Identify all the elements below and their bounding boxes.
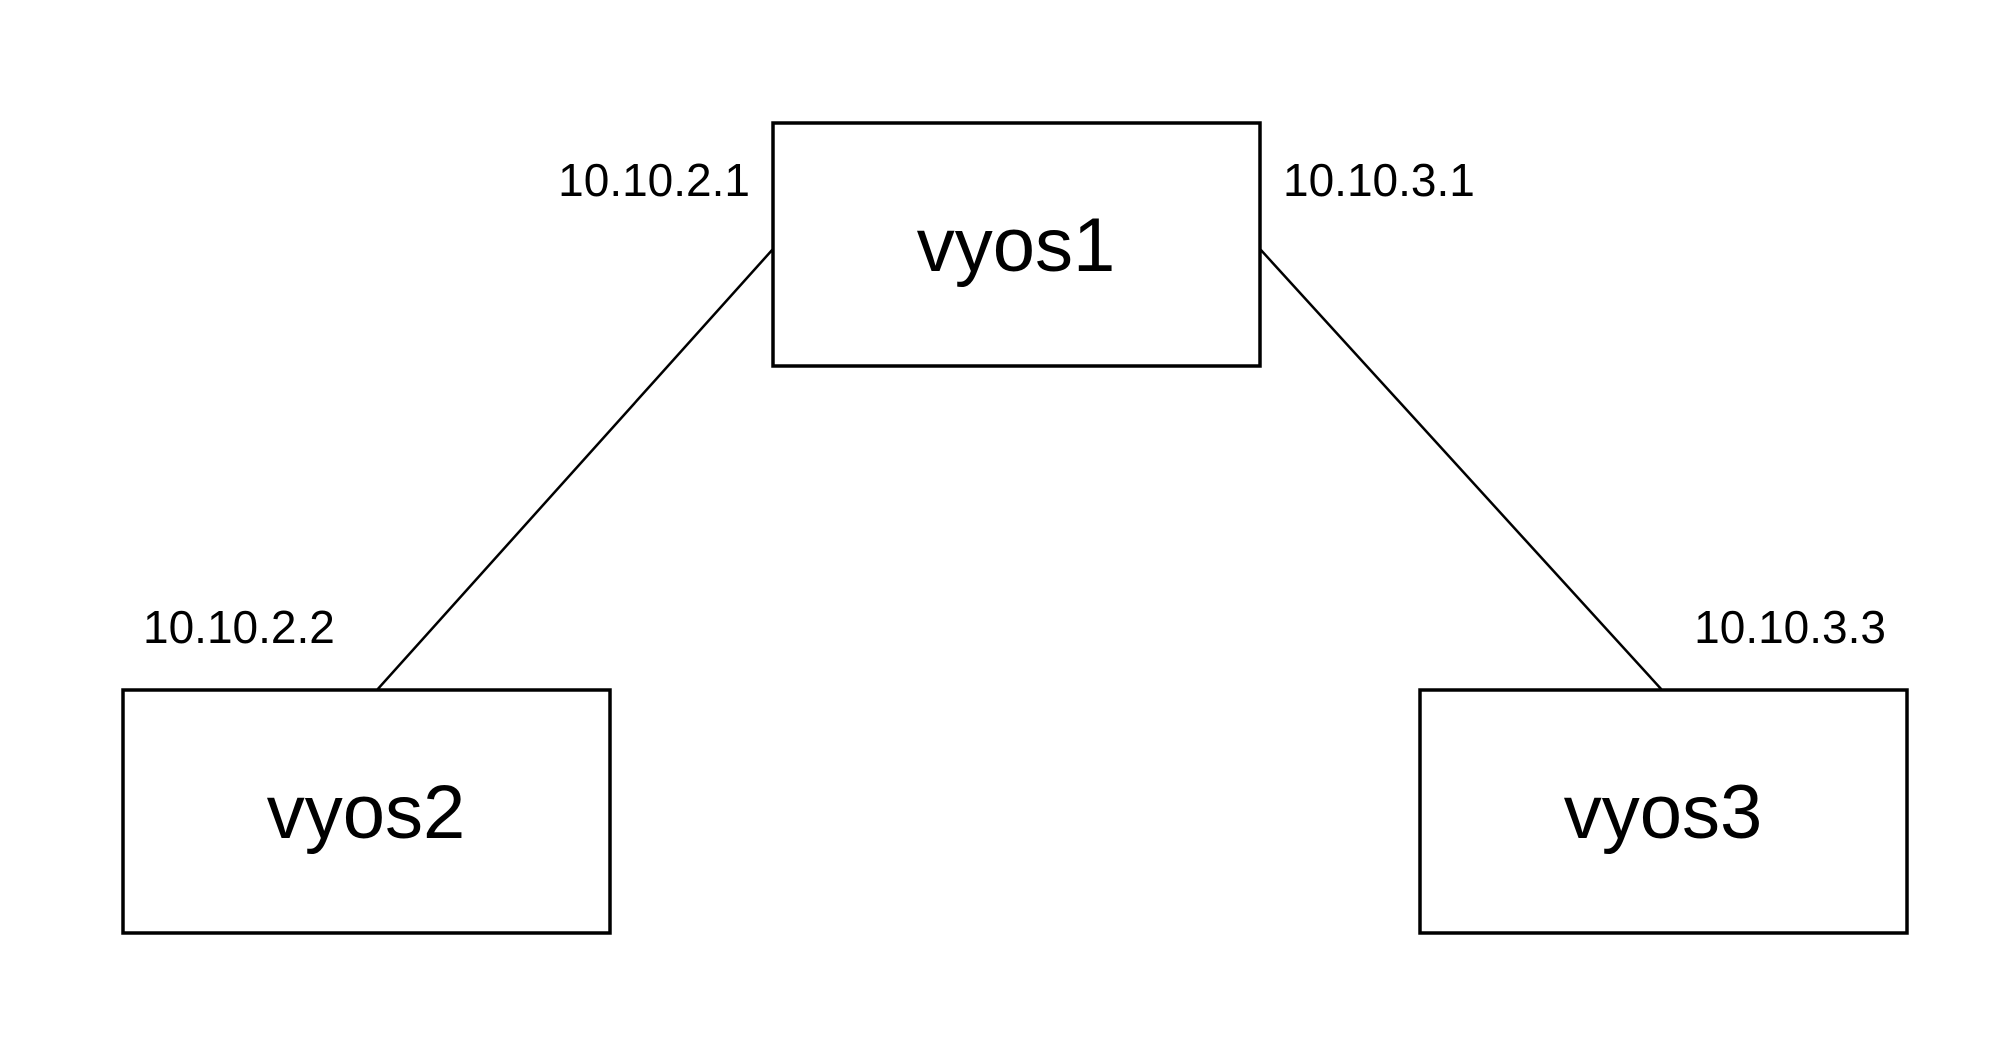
ip-label-vyos3-to-vyos1: 10.10.3.3: [1694, 601, 1886, 653]
node-vyos3: vyos3: [1418, 688, 1909, 935]
node-vyos1-box: [771, 121, 1262, 368]
node-vyos1-label: vyos1: [917, 203, 1116, 288]
node-vyos3-box: [1418, 688, 1909, 935]
node-vyos2-label: vyos2: [267, 770, 466, 855]
ip-label-vyos2-to-vyos1: 10.10.2.2: [143, 601, 335, 653]
ip-label-vyos1-to-vyos3: 10.10.3.1: [1283, 154, 1475, 206]
node-vyos2-box: [121, 688, 612, 935]
node-vyos3-label: vyos3: [1564, 770, 1763, 855]
node-vyos1: vyos1: [771, 121, 1262, 368]
ip-label-vyos1-to-vyos2: 10.10.2.1: [558, 154, 750, 206]
link-vyos1-vyos3: [1259, 248, 1663, 691]
node-vyos2: vyos2: [121, 688, 612, 935]
link-vyos1-vyos2: [376, 248, 774, 691]
